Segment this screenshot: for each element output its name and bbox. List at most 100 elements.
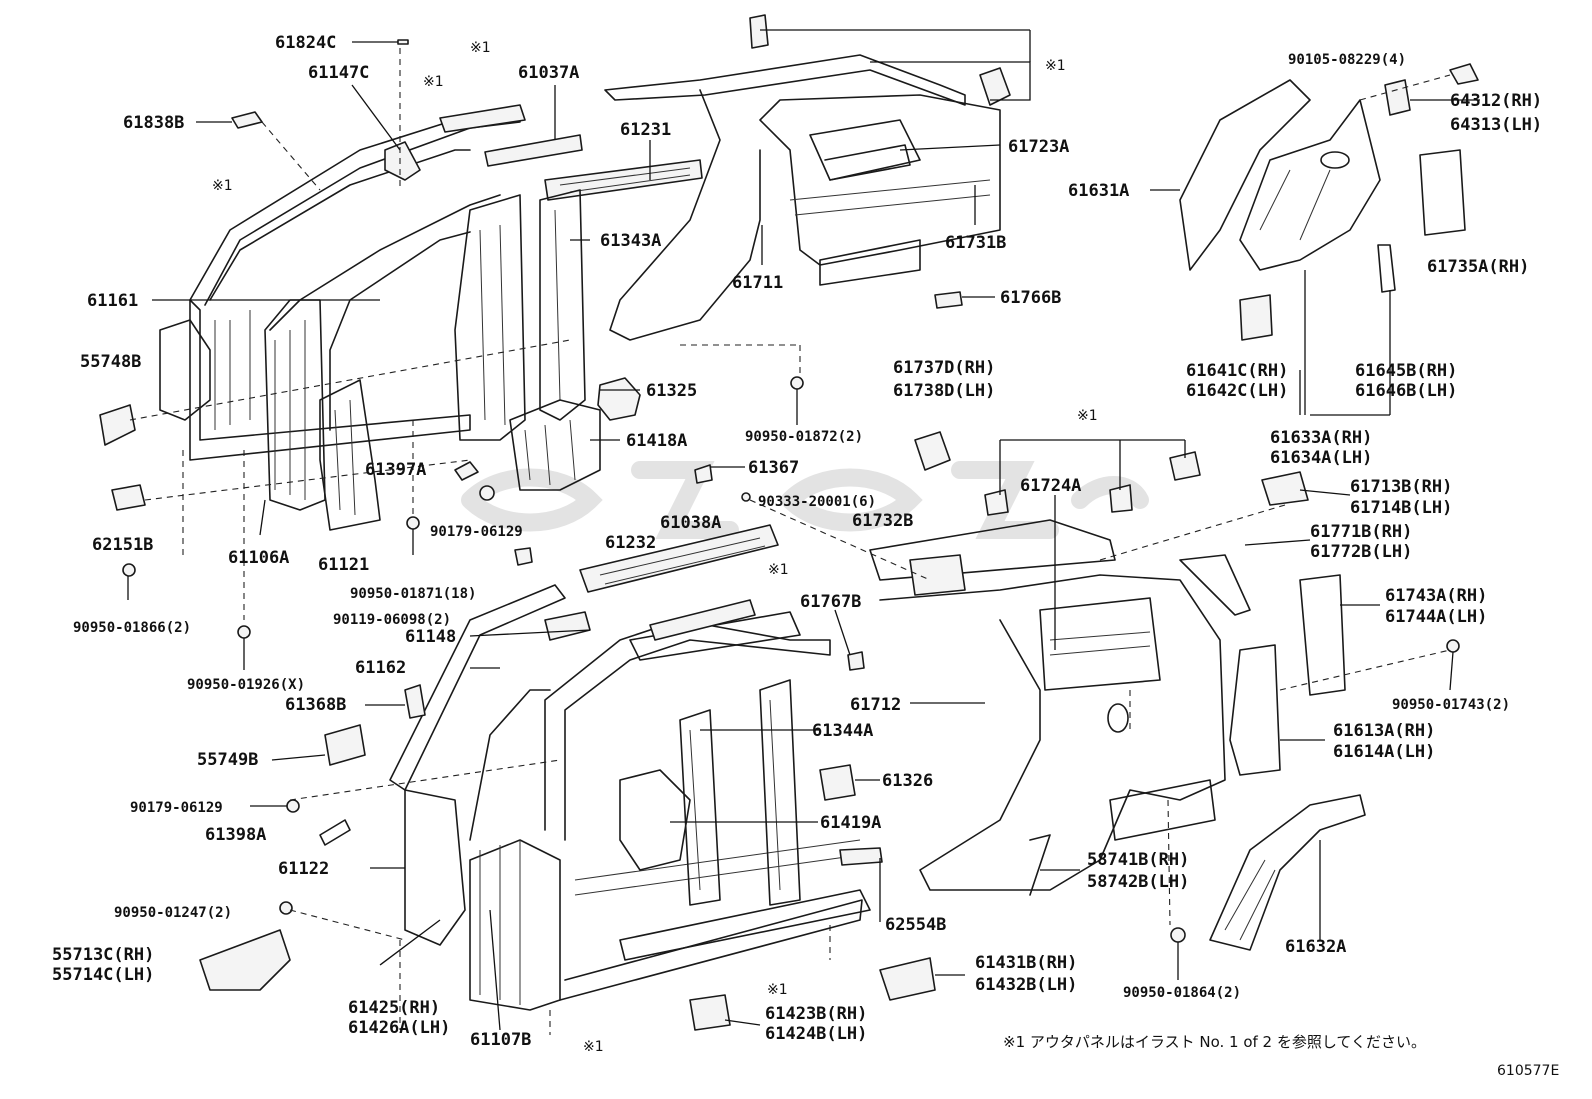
wheelhouse-parts [1179, 63, 1479, 951]
label-61631A: 61631A [1068, 181, 1129, 201]
label-61397A: 61397A [365, 460, 426, 480]
label-61107B: 61107B [470, 1030, 531, 1050]
label-61418A: 61418A [626, 431, 687, 451]
label-90950-01743: 90950-01743(2) [1392, 697, 1510, 713]
outer-side-lower [389, 584, 871, 1011]
label-61426A: 61426A(LH) [348, 1018, 450, 1038]
ref-mark: ※1 [1045, 58, 1066, 74]
label-61646B: 61646B(LH) [1355, 381, 1457, 401]
label-61737D: 61737D(RH) [893, 358, 995, 378]
label-64313: 64313(LH) [1450, 115, 1542, 135]
label-61838B: 61838B [123, 113, 184, 133]
pillar-61106A [264, 299, 326, 511]
bracket-61148 [544, 611, 591, 641]
pillar-61121 [319, 379, 381, 531]
label-61731B: 61731B [945, 233, 1006, 253]
label-55713C: 55713C(RH) [52, 945, 154, 965]
label-61432B: 61432B(LH) [975, 975, 1077, 995]
label-55748B: 55748B [80, 352, 141, 372]
label-61425: 61425(RH) [348, 998, 440, 1018]
label-61772B: 61772B(LH) [1310, 542, 1412, 562]
label-61732B: 61732B [852, 511, 913, 531]
diagram-code: 610577E [1497, 1063, 1559, 1079]
label-61232: 61232 [605, 533, 656, 553]
ref-mark: ※1 [212, 178, 233, 194]
ref-mark: ※1 [768, 562, 789, 578]
label-61423B: 61423B(RH) [765, 1004, 867, 1024]
label-58742B: 58742B(LH) [1087, 872, 1189, 892]
label-61735A: 61735A(RH) [1427, 257, 1529, 277]
bracket-61418A [509, 399, 601, 491]
label-58741B: 58741B(RH) [1087, 850, 1189, 870]
label-61634A: 61634A(LH) [1270, 448, 1372, 468]
label-61121: 61121 [318, 555, 369, 575]
label-61723A: 61723A [1008, 137, 1069, 157]
label-55714C: 55714C(LH) [52, 965, 154, 985]
label-90950-01872: 90950-01872(2) [745, 429, 863, 445]
label-61419A: 61419A [820, 813, 881, 833]
label-61343A: 61343A [600, 231, 661, 251]
label-61147C: 61147C [308, 63, 369, 83]
part-labels: 61824C 61147C 61838B 61037A 61231 61343A… [52, 33, 1542, 1050]
quarter-panel-lower [847, 431, 1226, 943]
ref-mark: ※1 [423, 74, 444, 90]
label-61766B: 61766B [1000, 288, 1061, 308]
label-61398A: 61398A [205, 825, 266, 845]
ref-mark: ※1 [583, 1039, 604, 1055]
label-90179-06129-a: 90179-06129 [430, 524, 523, 540]
label-61106A: 61106A [228, 548, 289, 568]
label-61824C: 61824C [275, 33, 336, 53]
label-61368B: 61368B [285, 695, 346, 715]
label-61344A: 61344A [812, 721, 873, 741]
label-61431B: 61431B(RH) [975, 953, 1077, 973]
small-parts-lower-left [199, 684, 936, 1031]
ref-mark: ※1 [1077, 408, 1098, 424]
label-90179-06129-b: 90179-06129 [130, 800, 223, 816]
ref-mark: ※1 [470, 40, 491, 56]
label-61326: 61326 [882, 771, 933, 791]
label-61645B: 61645B(RH) [1355, 361, 1457, 381]
label-61122: 61122 [278, 859, 329, 879]
label-62151B: 62151B [92, 535, 153, 555]
label-61713B: 61713B(RH) [1350, 477, 1452, 497]
label-61161: 61161 [87, 291, 138, 311]
label-61712: 61712 [850, 695, 901, 715]
label-90950-01926: 90950-01926(X) [187, 677, 305, 693]
label-61724A: 61724A [1020, 476, 1081, 496]
label-61038A: 61038A [660, 513, 721, 533]
label-61614A: 61614A(LH) [1333, 742, 1435, 762]
ref-mark: ※1 [767, 982, 788, 998]
center-pillar-61343A [454, 189, 586, 441]
bracket-61325 [597, 377, 641, 421]
small-parts-left [99, 39, 804, 639]
bracket-61419A [619, 769, 691, 871]
label-62554B: 62554B [885, 915, 946, 935]
label-61738D: 61738D(LH) [893, 381, 995, 401]
footnote: ※1 アウタパネルはイラスト No. 1 of 2 を参照してください。 [1003, 1033, 1426, 1051]
label-61642C: 61642C(LH) [1186, 381, 1288, 401]
label-90950-01864: 90950-01864(2) [1123, 985, 1241, 1001]
label-61632A: 61632A [1285, 937, 1346, 957]
label-61744A: 61744A(LH) [1385, 607, 1487, 627]
label-61037A: 61037A [518, 63, 579, 83]
inner-side-panel-upper [159, 107, 521, 461]
leader-lines [127, 29, 1480, 1031]
label-61325: 61325 [646, 381, 697, 401]
label-61641C: 61641C(RH) [1186, 361, 1288, 381]
label-90950-01247: 90950-01247(2) [114, 905, 232, 921]
label-61367: 61367 [748, 458, 799, 478]
label-61613A: 61613A(RH) [1333, 721, 1435, 741]
rail-61232 [579, 524, 779, 593]
roof-rail-strips [439, 104, 703, 201]
label-90333-20001: 90333-20001(6) [758, 494, 876, 510]
label-61767B: 61767B [800, 592, 861, 612]
reference-marks: ※1 ※1 ※1 ※1 ※1 ※1 ※1 ※1 [212, 40, 1098, 1055]
label-61148: 61148 [405, 627, 456, 647]
label-90950-01871: 90950-01871(18) [350, 586, 476, 602]
dashed-lines [129, 48, 1451, 1035]
label-55749B: 55749B [197, 750, 258, 770]
label-61162: 61162 [355, 658, 406, 678]
rail-61038A [649, 599, 756, 641]
label-61743A: 61743A(RH) [1385, 586, 1487, 606]
